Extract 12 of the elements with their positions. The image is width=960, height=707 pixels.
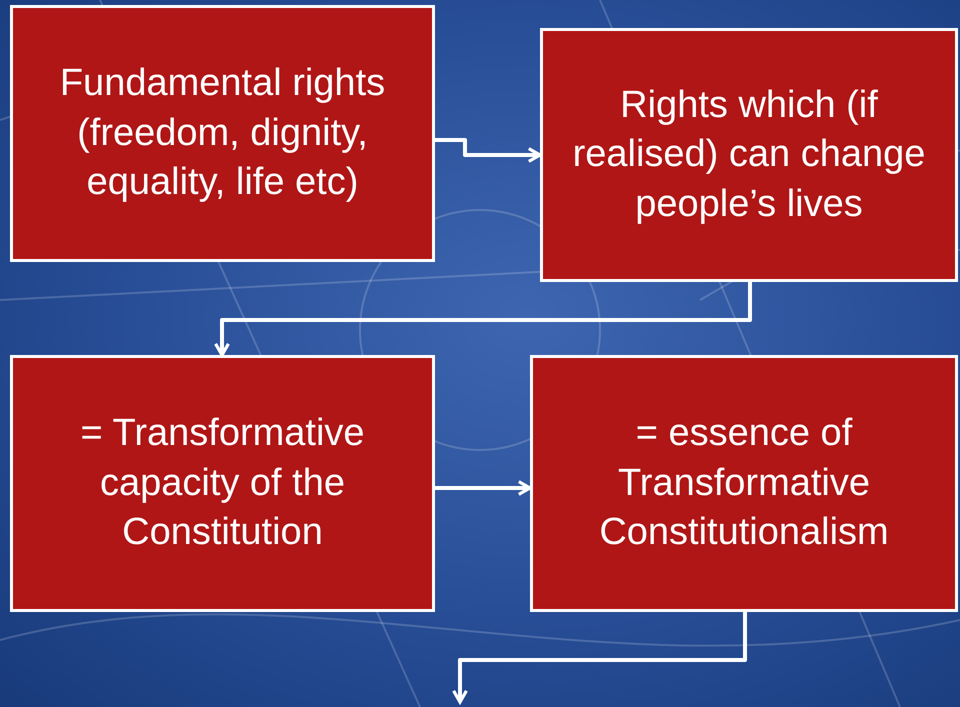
process-box xyxy=(10,355,435,612)
process-box xyxy=(530,355,958,612)
box-text: Rights which (if realised) can change people’s lives xyxy=(572,82,926,227)
arrow xyxy=(214,282,752,357)
arrow xyxy=(435,138,542,163)
arrow xyxy=(435,480,532,496)
box-text: = essence of Transformative Constitutionalism xyxy=(598,411,890,556)
box-text: Fundamental rights (freedom, dignity, equality, life etc) xyxy=(58,61,386,206)
process-box xyxy=(10,5,435,262)
box-text: = Transformative capacity of the Constitution xyxy=(79,411,366,556)
process-box xyxy=(540,28,958,282)
arrow xyxy=(452,612,747,704)
